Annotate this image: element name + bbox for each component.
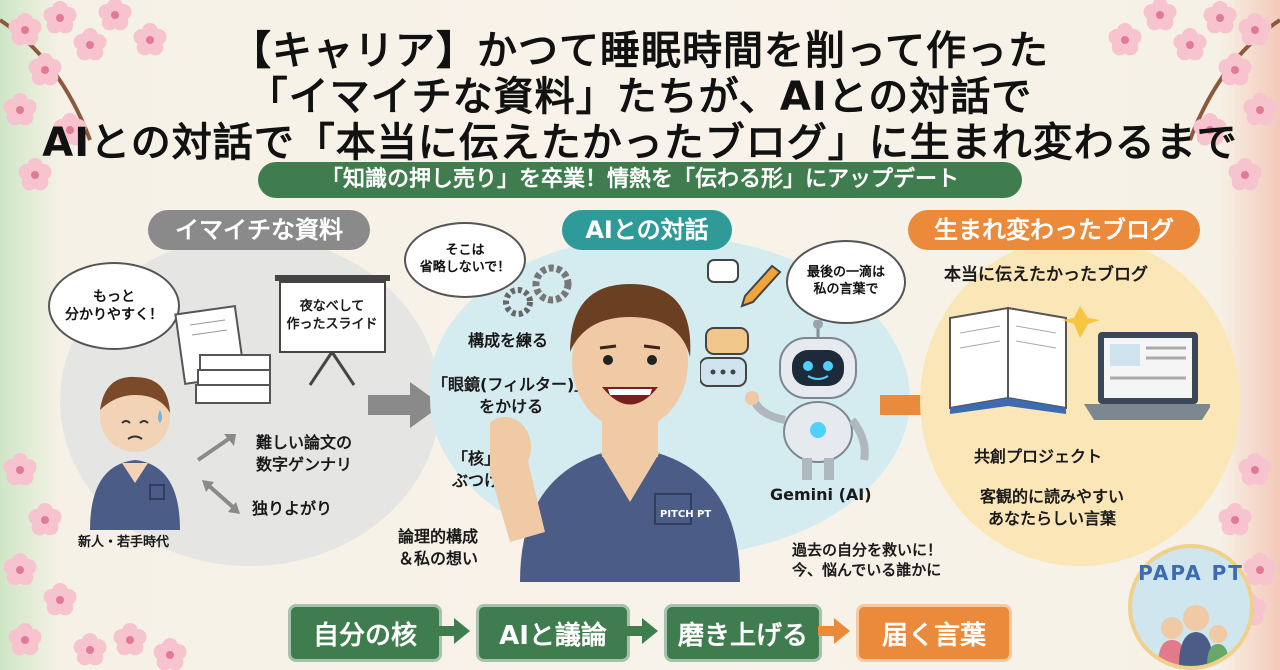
papa-pt-badge (1128, 544, 1254, 670)
title-line-1: 【キャリア】かつて睡眠時間を削って作った (231, 28, 1049, 74)
robot-speech-bubble: 最後の一滴は 私の言葉で (786, 240, 906, 324)
left-section-header: イマイチな資料 (148, 210, 370, 250)
left-arrows-icon (196, 434, 240, 514)
right-section-header: 生まれ変わったブログ (908, 210, 1200, 250)
slide-board-icon (275, 275, 390, 386)
save-past-self-text: 過去の自分を救いに！ 今、悩んでいる誰かに (792, 541, 943, 580)
flow-arrow-icon (818, 618, 850, 644)
robot-label: Gemini (AI) (770, 485, 872, 504)
slide-caption: 夜なべして 作ったスライド (286, 299, 378, 332)
subtitle-banner: 「知識の押し売り」を卒業！情熱を「伝わる形」にアップデート (258, 162, 1022, 198)
blog-title-text: 本当に伝えたかったブログ (944, 265, 1148, 285)
title-line-2: 「イマイチな資料」たちが、AIとの対話で (247, 74, 1033, 120)
flow-step-2: AIと議論 (476, 604, 630, 662)
filter-text: 「眼鏡(フィルター)」 をかける (432, 375, 591, 416)
left-speech-bubble: もっと 分かりやすく！ (48, 262, 180, 350)
gears-icon (503, 264, 572, 317)
project-text: 共創プロジェクト (974, 447, 1103, 466)
badge-text: PAPA PT (1138, 561, 1244, 585)
arrow-right-gray-icon (368, 382, 442, 428)
logic-text: 論理的構成 ＆私の想い (398, 527, 479, 568)
young-person-illustration (90, 376, 180, 530)
young-person-label: 新人・若手時代 (78, 535, 170, 550)
flow-arrow-icon (626, 618, 658, 644)
flow-step-1: 自分の核 (288, 604, 442, 662)
chat-pencil-icons (700, 259, 782, 387)
title-line-3: AIとの対話で「本当に伝えたかったブログ」に生まれ変わるまで (42, 120, 1238, 166)
readable-text: 客観的に読みやすい あなたらしい言葉 (980, 487, 1125, 528)
flow-step-3: 磨き上げる (664, 604, 822, 662)
core-text: 「核」 ぶつけ (452, 449, 501, 490)
center-speech-bubble: そこは 省略しないで！ (404, 222, 526, 298)
flow-step-4: 届く言葉 (856, 604, 1012, 662)
papers-stack-icon (174, 305, 271, 404)
physical-therapist-illustration (490, 284, 740, 582)
shirt-logo-text: PITCH PT (660, 509, 712, 520)
center-section-header: AIとの対話 (562, 210, 732, 250)
robot-ai-icon (745, 320, 869, 480)
compose-text: 構成を練る (468, 331, 549, 350)
book-and-laptop-icon (949, 306, 1210, 420)
self-centered-text: 独りよがり (252, 499, 333, 518)
difficult-papers-text: 難しい論文の 数字ゲンナリ (256, 433, 353, 474)
flow-arrow-icon (438, 618, 470, 644)
